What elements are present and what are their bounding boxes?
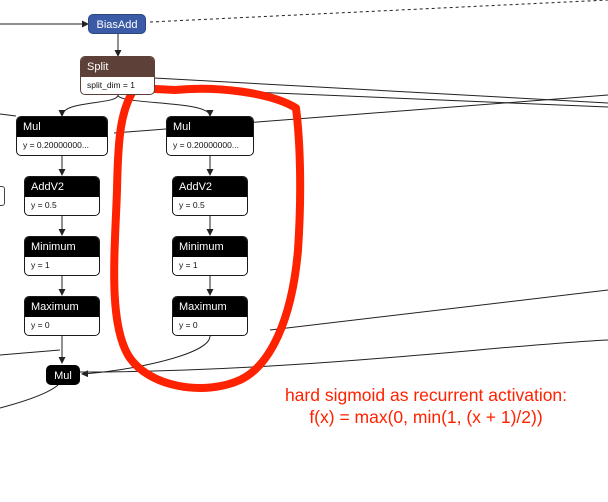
annotation-text: hard sigmoid as recurrent activation: f(… xyxy=(248,384,604,428)
output-mul-node[interactable]: Mul xyxy=(46,365,80,385)
biasadd-label: BiasAdd xyxy=(96,19,138,31)
right-addv2-label: AddV2 xyxy=(173,177,247,197)
edge-dashed-top xyxy=(149,0,608,23)
edge-bottom-left xyxy=(0,384,59,409)
left-addv2-node[interactable]: AddV2 y = 0.5 xyxy=(24,176,100,216)
left-mul-attr: y = 0.20000000... xyxy=(23,140,89,150)
right-minimum-attr: y = 1 xyxy=(179,260,198,270)
biasadd-node[interactable]: BiasAdd xyxy=(88,14,146,34)
annotation-line-2: f(x) = max(0, min(1, (x + 1)/2)) xyxy=(309,407,543,427)
edge-bottom-right xyxy=(79,339,608,373)
left-minimum-node[interactable]: Minimum y = 1 xyxy=(24,236,100,276)
right-mul-node[interactable]: Mul y = 0.20000000... xyxy=(166,116,254,156)
edge-left-in-1 xyxy=(0,113,17,117)
left-mul-node[interactable]: Mul y = 0.20000000... xyxy=(16,116,108,156)
highlight-ring xyxy=(110,84,305,392)
output-mul-label: Mul xyxy=(54,370,72,382)
right-addv2-node[interactable]: AddV2 y = 0.5 xyxy=(172,176,248,216)
left-minimum-attr: y = 1 xyxy=(31,260,50,270)
annotation-line-1: hard sigmoid as recurrent activation: xyxy=(284,385,568,405)
right-addv2-attr: y = 0.5 xyxy=(179,200,205,210)
right-mul-label: Mul xyxy=(167,117,253,137)
right-maximum-node[interactable]: Maximum y = 0 xyxy=(172,296,248,336)
left-maximum-attr: y = 0 xyxy=(31,320,50,330)
right-maximum-attr: y = 0 xyxy=(179,320,198,330)
edge-split-right xyxy=(117,94,214,117)
edge-right-to-mul xyxy=(81,335,211,378)
split-node[interactable]: Split split_dim = 1 xyxy=(80,56,155,95)
left-addv2-attr: y = 0.5 xyxy=(31,200,57,210)
right-maximum-label: Maximum xyxy=(173,297,247,317)
right-minimum-label: Minimum xyxy=(173,237,247,257)
edge-left-in-2 xyxy=(0,349,61,356)
left-minimum-label: Minimum xyxy=(25,237,99,257)
left-maximum-label: Maximum xyxy=(25,297,99,317)
right-mul-attr: y = 0.20000000... xyxy=(173,140,239,150)
right-minimum-node[interactable]: Minimum y = 1 xyxy=(172,236,248,276)
left-mul-label: Mul xyxy=(17,117,107,137)
left-maximum-node[interactable]: Maximum y = 0 xyxy=(24,296,100,336)
edge-split-right-1 xyxy=(153,77,608,104)
edge-split-left xyxy=(58,94,119,117)
offscreen-node-edge xyxy=(0,186,5,206)
left-addv2-label: AddV2 xyxy=(25,177,99,197)
edge-cross-2 xyxy=(269,289,608,331)
split-label: Split xyxy=(81,57,154,77)
split-attr: split_dim = 1 xyxy=(87,80,135,90)
